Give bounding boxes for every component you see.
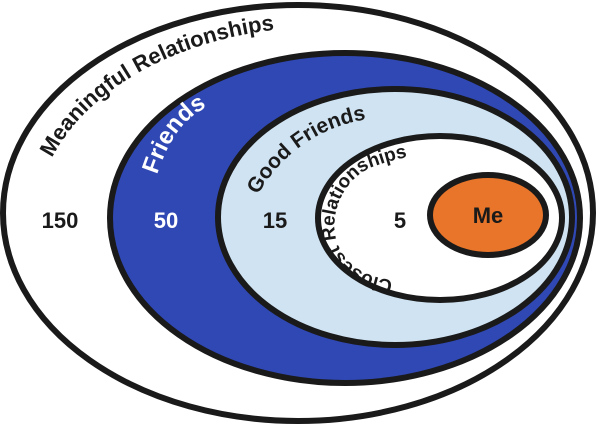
center-me bbox=[427, 172, 549, 258]
count-15: 15 bbox=[263, 208, 287, 233]
count-5: 5 bbox=[394, 208, 406, 233]
count-150: 150 bbox=[42, 208, 79, 233]
label-me: Me bbox=[473, 203, 504, 228]
count-50: 50 bbox=[154, 208, 178, 233]
